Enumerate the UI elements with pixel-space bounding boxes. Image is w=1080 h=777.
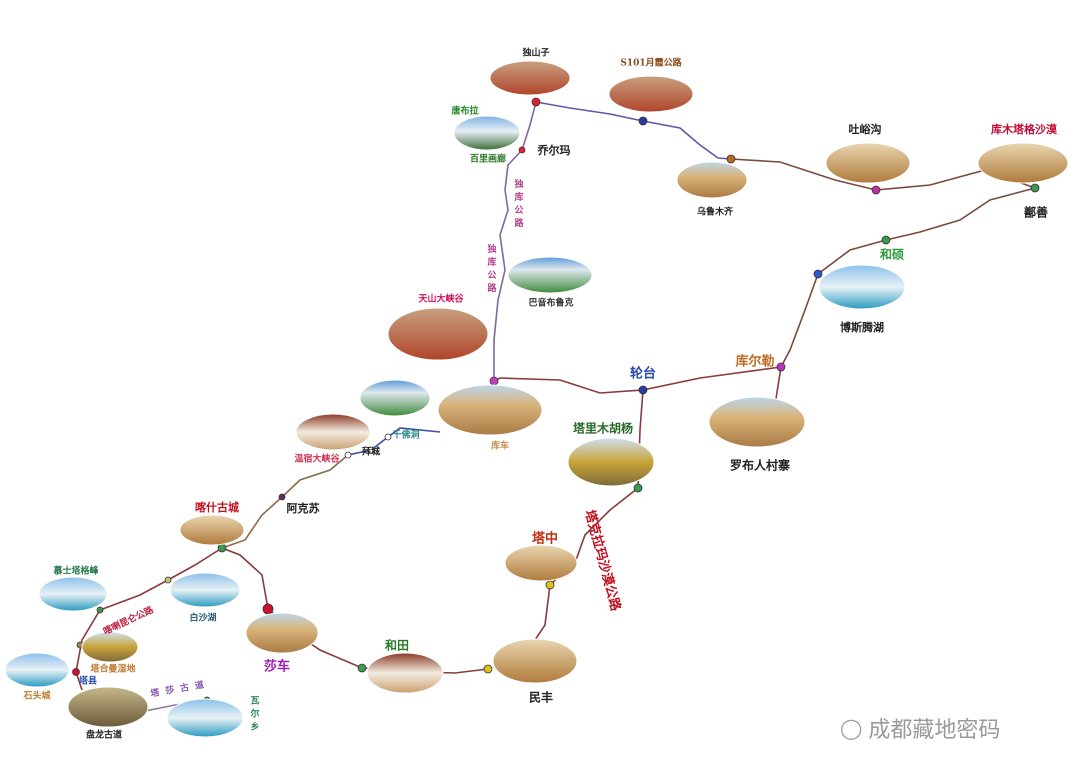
label-baili: 百里画廊: [469, 154, 507, 165]
route-east: [730, 158, 1038, 368]
photo-panlong: [67, 686, 149, 728]
label-shanshan: 鄯善: [1023, 205, 1049, 220]
label-heshuo: 和硕: [879, 247, 905, 262]
node-wensu: [344, 451, 352, 459]
node-hotan: [357, 663, 367, 673]
label-duku-2: 独库公路: [485, 244, 496, 296]
photo-wensu: [295, 413, 371, 451]
route-central: [493, 366, 782, 406]
photo-kuqa: [437, 384, 543, 436]
photo-dushanzi: [489, 60, 571, 96]
label-kumtag: 库木塔格沙漠: [991, 123, 1057, 136]
label-baicheng: 拜城: [361, 447, 381, 458]
node-muztagh: [96, 606, 104, 614]
photo-hotan: [366, 652, 444, 694]
node-baicheng: [367, 446, 375, 454]
photo-tuyugou: [825, 142, 911, 184]
route-duku: [493, 101, 537, 381]
node-s101: [638, 116, 648, 126]
photo-minfeng: [492, 638, 578, 684]
label-tarim: 塔里木胡杨: [572, 421, 634, 436]
label-kuqa: 库车: [490, 441, 510, 452]
photo-qianfodong: [359, 379, 431, 417]
route-nodes: [72, 97, 1040, 704]
photo-tarim: [567, 437, 655, 487]
photo-tianshan: [387, 307, 489, 361]
node-luntai: [638, 385, 648, 395]
photo-s101: [608, 75, 694, 113]
photo-waer: [166, 698, 244, 738]
label-bayinbuluke: 巴音布鲁克: [528, 298, 574, 309]
label-baishahu: 白沙湖: [189, 613, 217, 624]
label-tahman: 塔合曼湿地: [90, 664, 136, 675]
label-tuyugou: 吐峪沟: [848, 123, 882, 136]
node-urumqi: [726, 154, 736, 164]
label-shache: 莎车: [263, 659, 291, 675]
node-taxian: [72, 668, 80, 676]
node-qiaoerma: [518, 146, 526, 154]
label-kashgar: 喀什古城: [195, 501, 239, 514]
label-tianshan: 天山大峡谷: [418, 294, 464, 305]
route-south: [221, 547, 489, 674]
label-panlong: 盘龙古道: [85, 730, 123, 741]
label-tangbula: 唐布拉: [451, 106, 479, 117]
photo-shitoucheng: [4, 652, 70, 688]
label-bosten: 博斯腾湖: [840, 321, 884, 334]
label-qiaoerma: 乔尔玛: [537, 144, 571, 157]
label-hotan: 和田: [384, 638, 410, 653]
photo-bosten: [818, 264, 906, 310]
wechat-icon: ◯: [840, 716, 863, 740]
label-duku-1: 独库公路: [512, 179, 523, 231]
node-kuqa: [489, 376, 499, 386]
node-qianfodong: [384, 433, 392, 441]
node-tazhong: [545, 580, 555, 590]
photo-baishahu: [169, 572, 241, 608]
photo-tazhong: [504, 544, 578, 582]
photo-urumqi: [676, 161, 748, 199]
node-baishahu: [164, 576, 172, 584]
label-tazhong: 塔中: [531, 531, 559, 547]
label-shitoucheng: 石头城: [23, 691, 51, 702]
photo-tahman: [81, 631, 139, 663]
route-dushanzi-urumqi: [535, 101, 732, 160]
label-taxian: 塔县: [78, 676, 98, 687]
label-dushanzi: 独山子: [522, 48, 550, 59]
label-urumqi: 乌鲁木齐: [696, 207, 734, 218]
node-aksu: [278, 493, 286, 501]
node-kashgar: [217, 543, 227, 553]
label-waer: 瓦尔乡: [248, 695, 259, 735]
label-s101: S101月霞公路: [620, 58, 682, 69]
photo-kumtag: [977, 142, 1069, 184]
node-korla: [776, 362, 786, 372]
label-qianfodong: 千佛洞: [392, 430, 420, 441]
node-dushanzi: [531, 97, 541, 107]
photo-tangbula: [453, 115, 521, 151]
node-tuyugou: [871, 185, 881, 195]
label-luntai: 轮台: [629, 366, 657, 382]
node-bosten: [813, 269, 823, 279]
label-muztagh: 慕士塔格峰: [53, 566, 99, 577]
node-heshuo: [881, 235, 891, 245]
photo-kashgar: [179, 514, 245, 546]
routes: [75, 101, 1038, 713]
watermark: ◯ 成都藏地密码: [840, 712, 1000, 744]
node-shanshan: [1030, 183, 1040, 193]
photo-bayinbuluke: [507, 256, 593, 294]
label-korla: 库尔勒: [735, 354, 775, 370]
photos: [4, 60, 1069, 738]
node-minfeng: [483, 664, 493, 674]
label-lopnur: 罗布人村寨: [729, 458, 791, 473]
photo-lopnur: [708, 396, 806, 448]
photo-shache: [245, 612, 319, 654]
label-wensu: 温宿大峡谷: [294, 454, 340, 465]
photo-muztagh: [38, 576, 108, 612]
node-shache: [262, 603, 274, 615]
node-tarim: [633, 483, 643, 493]
watermark-text: 成都藏地密码: [868, 718, 1001, 743]
route-karakoram: [75, 547, 223, 691]
label-aksu: 阿克苏: [286, 502, 320, 515]
label-minfeng: 民丰: [528, 690, 554, 705]
